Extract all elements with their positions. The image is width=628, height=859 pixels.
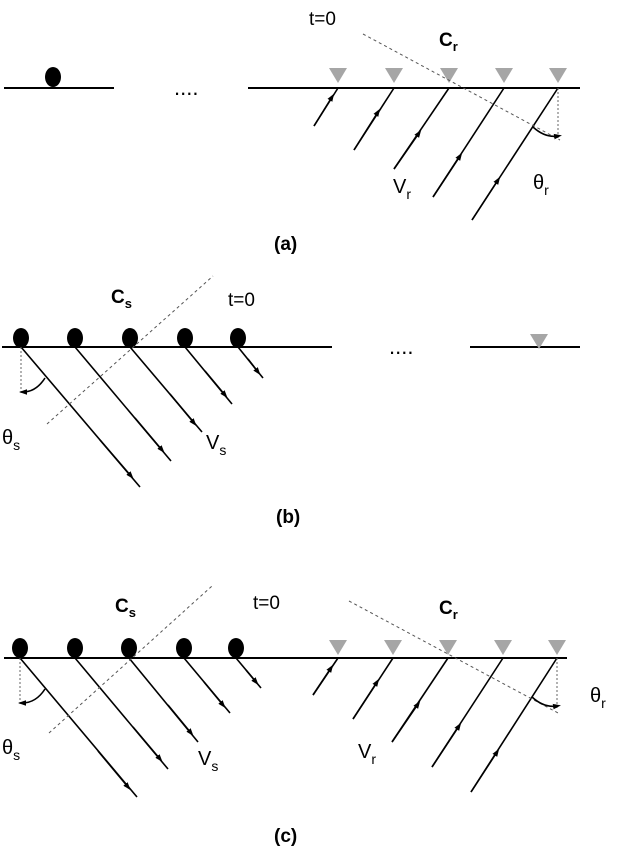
ray-arrow <box>471 176 501 221</box>
ray-arrow <box>313 93 335 127</box>
receiver-triangle <box>439 640 457 655</box>
angle-label: θs <box>2 427 20 453</box>
time-label: t=0 <box>309 9 336 30</box>
receiver-triangle <box>530 334 548 349</box>
receiver-wavefront-label: Cr <box>439 598 458 622</box>
receiver-triangle <box>329 68 347 83</box>
receiver-triangle <box>385 68 403 83</box>
ray-arrow <box>432 152 463 198</box>
source-dot <box>176 638 192 658</box>
receiver-triangle <box>440 68 458 83</box>
ellipsis: .... <box>389 334 413 359</box>
panel-caption: (a) <box>274 234 297 255</box>
panel-caption: (c) <box>274 826 297 847</box>
panel-caption: (b) <box>276 507 300 528</box>
source-velocity-label: Vs <box>198 748 218 774</box>
source-dot <box>12 638 28 658</box>
ray-arrow <box>99 439 134 480</box>
ray-arrow <box>245 669 259 686</box>
ray-arrow <box>169 393 197 427</box>
ray-arrow <box>167 704 194 737</box>
receiver-triangle <box>495 68 513 83</box>
source-dot <box>67 328 83 348</box>
source-dot <box>67 638 83 658</box>
source-dot <box>177 328 193 348</box>
ray-arrow <box>204 370 228 399</box>
ellipsis: .... <box>174 75 198 100</box>
receiver-triangle <box>494 640 512 655</box>
ray-arrow <box>132 726 163 763</box>
velocity-label: Vs <box>206 432 226 458</box>
ray-arrow <box>470 748 500 793</box>
receiver-angle-arc <box>531 696 561 710</box>
ray-arrow <box>352 678 380 720</box>
receiver-velocity-label: Vr <box>358 741 376 767</box>
source-dot <box>122 328 138 348</box>
ray-arrow <box>134 417 165 454</box>
source-dot <box>121 638 137 658</box>
receiver-wavefront-line <box>348 600 561 715</box>
source-dot <box>45 67 61 87</box>
source-wavefront-label: Cs <box>115 596 136 620</box>
ray-arrow <box>97 750 131 791</box>
velocity-label: Vr <box>393 176 411 202</box>
angle-arc <box>532 126 562 140</box>
ray-arrow <box>203 681 226 709</box>
panel-a: .... t=0 Cr Vr θr (a) <box>4 9 580 255</box>
panel-b: .... t=0 Cs Vs θs (b) <box>2 275 580 528</box>
source-dot <box>228 638 244 658</box>
angle-label: θr <box>533 172 549 198</box>
wavefront-line <box>362 33 561 141</box>
receiver-triangle <box>329 640 347 655</box>
receiver-triangle <box>549 68 567 83</box>
receiver-triangle <box>384 640 402 655</box>
source-dot <box>230 328 246 348</box>
receiver-triangle <box>548 640 566 655</box>
angle-arc <box>19 377 46 395</box>
ray-arrow <box>353 108 381 151</box>
ray-arrow <box>393 129 422 170</box>
source-angle-arc <box>18 688 46 706</box>
source-dot <box>13 328 29 348</box>
ray-arrow <box>391 700 421 743</box>
time-label: t=0 <box>253 593 280 614</box>
source-angle-label: θs <box>2 737 20 763</box>
wavefront-label: Cs <box>111 287 132 311</box>
ray-arrow <box>247 358 261 376</box>
receiver-angle-label: θr <box>590 685 606 711</box>
wavefront-line <box>46 275 214 425</box>
ray-arrow <box>431 722 462 768</box>
time-label: t=0 <box>228 290 255 311</box>
panel-c: t=0 Cs Cr Vs Vr θs θr (c) <box>2 585 606 847</box>
ray-arrow <box>312 664 334 696</box>
wavefront-label: Cr <box>439 30 458 54</box>
source-wavefront-line <box>48 585 213 734</box>
